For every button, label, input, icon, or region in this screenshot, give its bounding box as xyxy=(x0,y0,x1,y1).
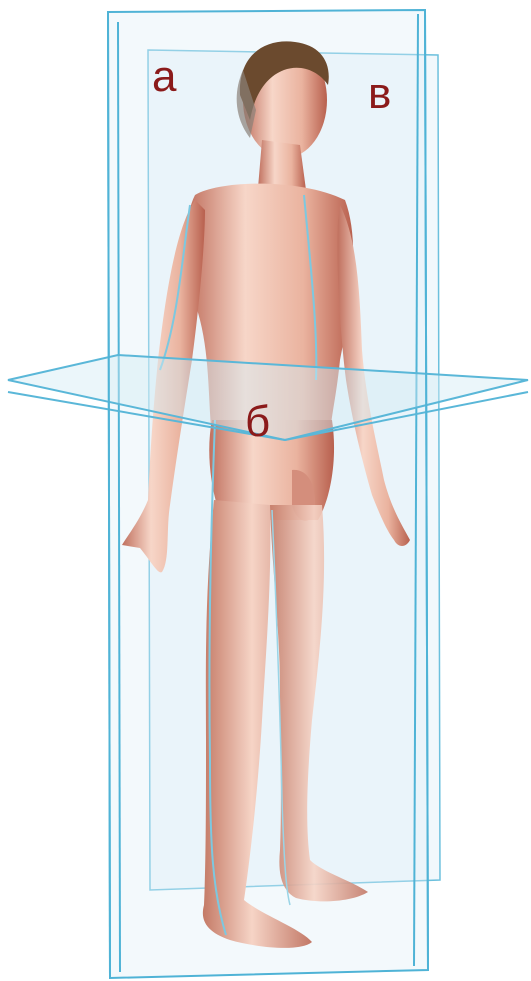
plane-label-b: б xyxy=(245,400,270,444)
plane-label-v: в xyxy=(368,72,391,116)
neck xyxy=(258,140,306,190)
plane-label-a: а xyxy=(152,55,176,99)
